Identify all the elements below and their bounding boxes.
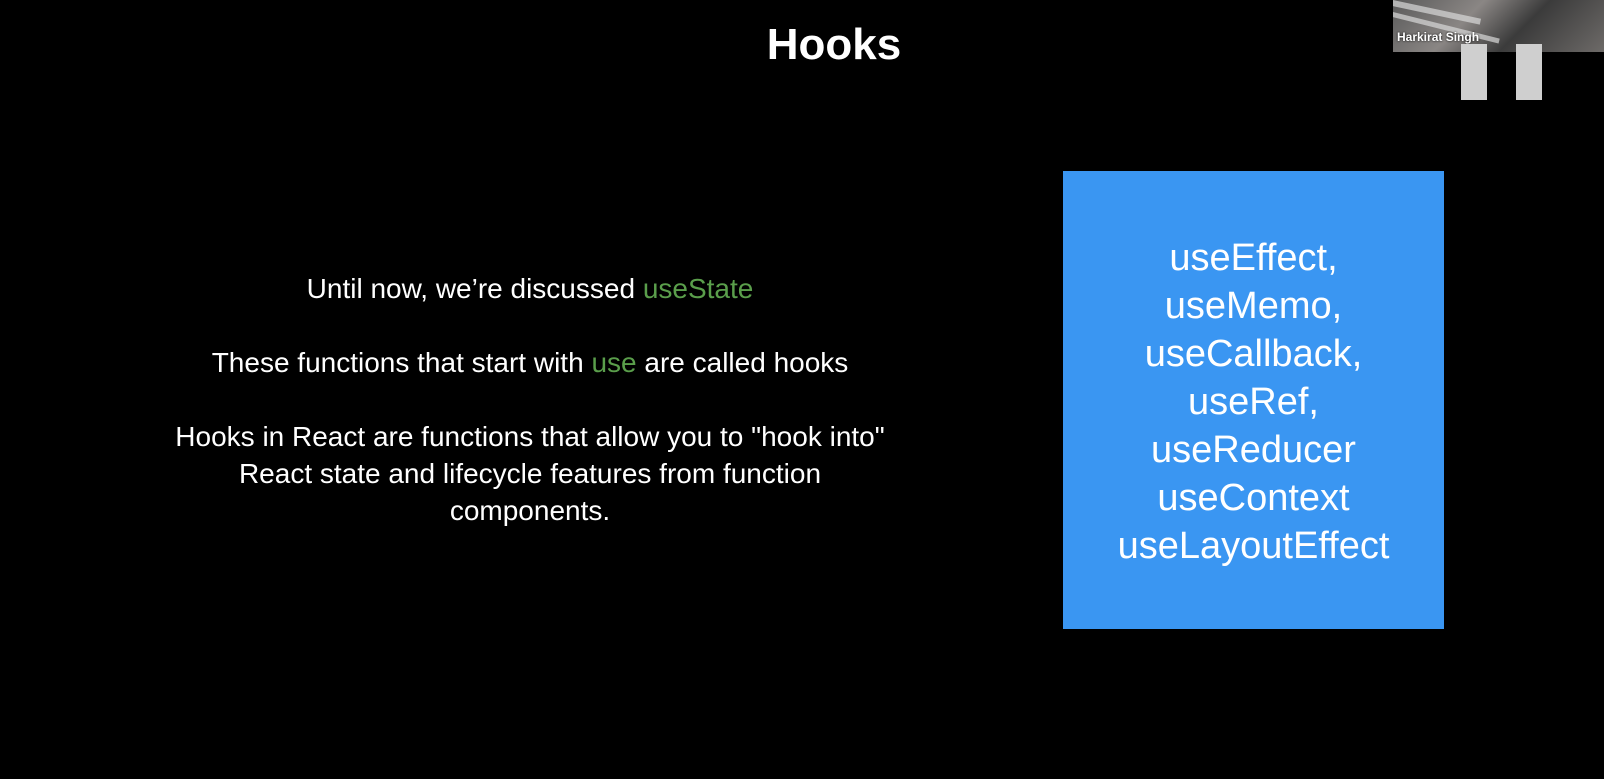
paragraph-hooks-definition: Hooks in React are functions that allow … bbox=[175, 421, 885, 526]
hook-item: useMemo, bbox=[1164, 285, 1343, 327]
hook-item: useEffect, bbox=[1169, 237, 1338, 279]
presenter-name: Harkirat Singh bbox=[1397, 30, 1480, 44]
hook-item: useContext bbox=[1157, 477, 1350, 519]
hooks-list: useEffect, useMemo, useCallback, useRef,… bbox=[1118, 234, 1390, 570]
paragraph-usestate: Until now, we’re discussed useState bbox=[160, 270, 900, 307]
hook-item: useRef, bbox=[1188, 381, 1319, 423]
hooks-box: useEffect, useMemo, useCallback, useRef,… bbox=[1063, 171, 1444, 629]
hook-item: useReducer bbox=[1151, 429, 1356, 471]
slide-title: Hooks bbox=[766, 20, 902, 69]
hook-item: useLayoutEffect bbox=[1117, 525, 1390, 567]
use-highlight: use bbox=[591, 347, 637, 378]
pause-bar-left bbox=[1461, 44, 1487, 100]
usestate-highlight: useState bbox=[642, 273, 754, 304]
pause-bar-right bbox=[1516, 44, 1542, 100]
presenter-webcam[interactable]: Harkirat Singh bbox=[1393, 0, 1604, 52]
paragraph-use-prefix-before: These functions that start with bbox=[211, 347, 592, 378]
paragraph-use-prefix: These functions that start with use are … bbox=[160, 344, 900, 381]
hook-item: useCallback, bbox=[1144, 333, 1363, 375]
pause-icon[interactable] bbox=[1461, 44, 1543, 100]
webcam-background bbox=[1393, 0, 1482, 25]
paragraph-use-prefix-after: are called hooks bbox=[636, 347, 849, 378]
paragraph-usestate-text: Until now, we’re discussed bbox=[306, 273, 643, 304]
